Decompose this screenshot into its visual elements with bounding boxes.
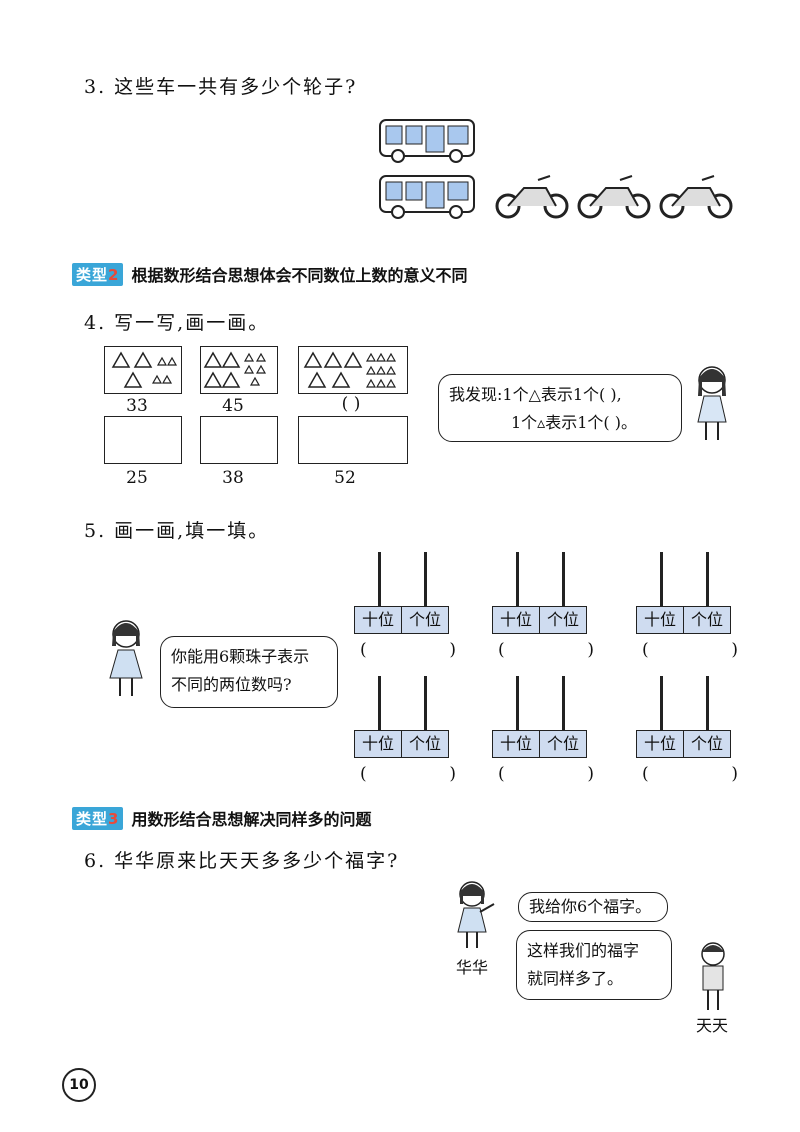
number-label: 52 bbox=[334, 468, 356, 488]
triangle-box-33 bbox=[104, 346, 182, 394]
bubble-line-2: 1个▵表示1个( )。 bbox=[511, 413, 637, 432]
drawing-box[interactable] bbox=[104, 416, 182, 464]
girl-icon bbox=[109, 620, 143, 696]
abacus-place-labels: 十位个位 bbox=[354, 730, 449, 758]
discovery-speech-bubble: 我发现:1个△表示1个( ), 1个▵表示1个( )。 bbox=[438, 374, 682, 442]
number-label: 45 bbox=[222, 396, 244, 416]
huahua-speech-bubble: 我给你6个福字。 bbox=[518, 892, 668, 922]
answer-blank[interactable]: () bbox=[498, 640, 594, 660]
abacus-place-labels: 十位个位 bbox=[492, 606, 587, 634]
abacus-place-labels: 十位个位 bbox=[354, 606, 449, 634]
triangle-icon bbox=[203, 351, 267, 388]
drawing-box[interactable] bbox=[298, 416, 408, 464]
bubble-line-1: 你能用6颗珠子表示 bbox=[171, 647, 310, 666]
bubble-line-1: 我发现:1个△表示1个( ), bbox=[449, 385, 622, 404]
triangle-box-45 bbox=[200, 346, 278, 394]
number-label: 38 bbox=[222, 468, 244, 488]
name-tiantian: 天天 bbox=[696, 1016, 729, 1035]
answer-blank[interactable]: () bbox=[642, 640, 738, 660]
bubble-line-1: 这样我们的福字 bbox=[527, 941, 640, 960]
section-title: 根据数形结合思想体会不同数位上数的意义不同 bbox=[131, 266, 468, 285]
section-3-header: 类型3 用数形结合思想解决同样多的问题 bbox=[72, 806, 371, 830]
abacus-rod-ones[interactable] bbox=[424, 552, 427, 608]
section-badge: 类型3 bbox=[72, 806, 124, 830]
page-number: 10 bbox=[62, 1068, 96, 1102]
number-answer-blank[interactable]: ( ) bbox=[341, 394, 361, 414]
motorcycle-icon bbox=[659, 175, 733, 219]
beads-speech-bubble: 你能用6颗珠子表示 不同的两位数吗? bbox=[160, 636, 338, 708]
boy-tiantian-icon bbox=[701, 942, 725, 1010]
motorcycle-icon bbox=[495, 175, 569, 219]
answer-blank[interactable]: () bbox=[498, 764, 594, 784]
number-label: 25 bbox=[126, 468, 148, 488]
question-4-text: 4. 写一写,画一画。 bbox=[84, 312, 270, 334]
abacus-rod-tens[interactable] bbox=[378, 552, 381, 608]
abacus-rod-tens[interactable] bbox=[378, 676, 381, 732]
tiantian-speech-bubble: 这样我们的福字 就同样多了。 bbox=[516, 930, 672, 1000]
answer-blank[interactable]: () bbox=[642, 764, 738, 784]
number-label: 33 bbox=[126, 396, 148, 416]
section-title: 用数形结合思想解决同样多的问题 bbox=[131, 810, 372, 829]
abacus-rod-tens[interactable] bbox=[516, 676, 519, 732]
answer-blank[interactable]: () bbox=[360, 640, 456, 660]
abacus-rod-tens[interactable] bbox=[516, 552, 519, 608]
section-badge: 类型2 bbox=[72, 262, 124, 286]
bus-icon bbox=[379, 119, 475, 163]
bubble-line-2: 就同样多了。 bbox=[527, 969, 624, 988]
abacus-rod-ones[interactable] bbox=[706, 552, 709, 608]
triangle-box-unknown bbox=[298, 346, 408, 394]
question-6-text: 6. 华华原来比天天多多少个福字? bbox=[84, 850, 400, 872]
question-5-text: 5. 画一画,填一填。 bbox=[84, 520, 270, 542]
abacus-rod-tens[interactable] bbox=[660, 676, 663, 732]
question-3-text: 3. 这些车一共有多少个轮子? bbox=[84, 76, 358, 98]
name-huahua: 华华 bbox=[456, 958, 489, 977]
bubble-line-2: 不同的两位数吗? bbox=[171, 675, 292, 694]
girl-huahua-icon bbox=[457, 881, 495, 948]
triangle-icon bbox=[111, 351, 178, 388]
bus-icon bbox=[379, 175, 475, 219]
abacus-rod-ones[interactable] bbox=[562, 552, 565, 608]
abacus-rod-tens[interactable] bbox=[660, 552, 663, 608]
abacus-place-labels: 十位个位 bbox=[492, 730, 587, 758]
abacus-place-labels: 十位个位 bbox=[636, 730, 731, 758]
answer-blank[interactable]: () bbox=[360, 764, 456, 784]
drawing-box[interactable] bbox=[200, 416, 278, 464]
girl-icon bbox=[697, 366, 727, 440]
abacus-rod-ones[interactable] bbox=[562, 676, 565, 732]
section-2-header: 类型2 根据数形结合思想体会不同数位上数的意义不同 bbox=[72, 262, 467, 286]
abacus-rod-ones[interactable] bbox=[424, 676, 427, 732]
triangle-icon bbox=[303, 351, 397, 388]
abacus-rod-ones[interactable] bbox=[706, 676, 709, 732]
motorcycle-icon bbox=[577, 175, 651, 219]
abacus-place-labels: 十位个位 bbox=[636, 606, 731, 634]
